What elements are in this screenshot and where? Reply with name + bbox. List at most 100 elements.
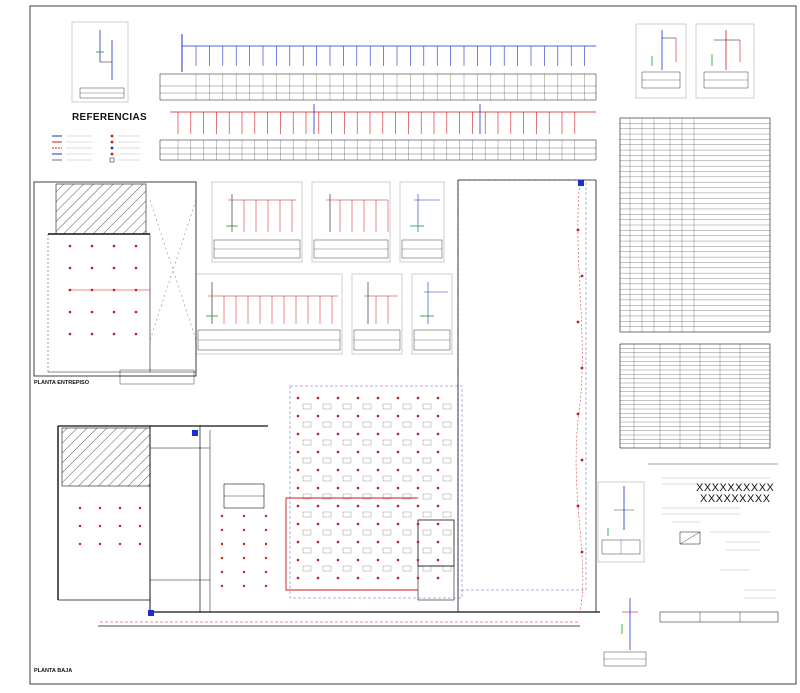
- light-fixture: [336, 468, 340, 472]
- light-fixture: [78, 506, 82, 510]
- desk-symbol: [442, 457, 452, 464]
- desk-symbol: [322, 565, 332, 572]
- light-fixture: [316, 558, 320, 562]
- desk-symbol: [422, 475, 432, 482]
- sheet-border: [29, 5, 797, 685]
- light-fixture: [264, 514, 268, 518]
- light-fixture: [396, 558, 400, 562]
- light-fixture: [336, 558, 340, 562]
- desk-symbol: [362, 529, 372, 536]
- light-fixture: [296, 576, 300, 580]
- light-fixture: [112, 266, 116, 270]
- light-fixture: [316, 522, 320, 526]
- light-fixture: [336, 450, 340, 454]
- light-fixture: [396, 540, 400, 544]
- light-fixture: [296, 558, 300, 562]
- light-fixture: [416, 468, 420, 472]
- desk-symbol: [302, 421, 312, 428]
- light-fixture: [336, 486, 340, 490]
- desk-symbol: [302, 493, 312, 500]
- light-fixture: [356, 540, 360, 544]
- title-placeholder-2: XXXXXXXXX: [700, 493, 771, 505]
- light-fixture: [220, 570, 224, 574]
- circuit-schedule-table: [619, 117, 771, 333]
- light-fixture: [376, 414, 380, 418]
- light-fixture: [118, 524, 122, 528]
- desk-symbol: [422, 565, 432, 572]
- pump-board-diagram: [597, 481, 645, 563]
- desk-symbol: [422, 547, 432, 554]
- desk-symbol: [382, 565, 392, 572]
- desk-symbol: [382, 421, 392, 428]
- light-fixture: [242, 556, 246, 560]
- desk-symbol: [342, 565, 352, 572]
- light-fixture: [356, 450, 360, 454]
- light-fixture: [68, 310, 72, 314]
- light-fixture: [396, 468, 400, 472]
- light-fixture: [112, 332, 116, 336]
- light-fixture: [220, 514, 224, 518]
- light-fixture: [356, 522, 360, 526]
- light-fixture: [576, 504, 580, 508]
- light-fixture: [396, 432, 400, 436]
- light-fixture: [134, 266, 138, 270]
- desk-symbol: [342, 547, 352, 554]
- light-fixture: [376, 522, 380, 526]
- light-fixture: [436, 504, 440, 508]
- desk-symbol: [302, 529, 312, 536]
- light-fixture: [436, 414, 440, 418]
- light-fixture: [220, 528, 224, 532]
- desk-symbol: [422, 529, 432, 536]
- light-fixture: [68, 266, 72, 270]
- light-fixture: [296, 396, 300, 400]
- desk-symbol: [362, 475, 372, 482]
- light-fixture: [376, 450, 380, 454]
- bottom-board-diagram: [603, 598, 647, 667]
- light-fixture: [220, 584, 224, 588]
- light-fixture: [376, 576, 380, 580]
- light-fixture: [396, 414, 400, 418]
- light-fixture: [416, 432, 420, 436]
- light-fixture: [296, 540, 300, 544]
- desk-symbol: [302, 547, 312, 554]
- light-fixture: [376, 396, 380, 400]
- desk-symbol: [422, 511, 432, 518]
- desk-symbol: [302, 457, 312, 464]
- light-fixture: [436, 540, 440, 544]
- desk-symbol: [402, 529, 412, 536]
- light-fixture: [436, 486, 440, 490]
- light-fixture: [264, 542, 268, 546]
- light-fixture: [396, 522, 400, 526]
- light-fixture: [242, 584, 246, 588]
- desk-symbol: [322, 493, 332, 500]
- light-fixture: [90, 244, 94, 248]
- light-fixture: [376, 540, 380, 544]
- desk-symbol: [442, 493, 452, 500]
- mezzanine-floor-plan: [33, 181, 197, 385]
- light-fixture: [264, 556, 268, 560]
- light-fixture: [296, 414, 300, 418]
- desk-symbol: [382, 547, 392, 554]
- desk-symbol: [382, 529, 392, 536]
- light-fixture: [580, 366, 584, 370]
- light-fixture: [264, 584, 268, 588]
- light-fixture: [98, 506, 102, 510]
- desk-symbol: [382, 493, 392, 500]
- light-fixture: [436, 576, 440, 580]
- light-fixture: [436, 450, 440, 454]
- desk-symbol: [422, 439, 432, 446]
- light-fixture: [134, 244, 138, 248]
- desk-symbol: [402, 403, 412, 410]
- desk-symbol: [342, 511, 352, 518]
- light-fixture: [118, 506, 122, 510]
- desk-symbol: [322, 547, 332, 554]
- desk-symbol: [442, 403, 452, 410]
- light-fixture: [90, 332, 94, 336]
- light-fixture: [336, 540, 340, 544]
- title-placeholder-1: XXXXXXXXXX: [696, 482, 775, 494]
- right-subboard-diagrams: [635, 23, 755, 99]
- light-fixture: [220, 542, 224, 546]
- desk-symbol: [322, 529, 332, 536]
